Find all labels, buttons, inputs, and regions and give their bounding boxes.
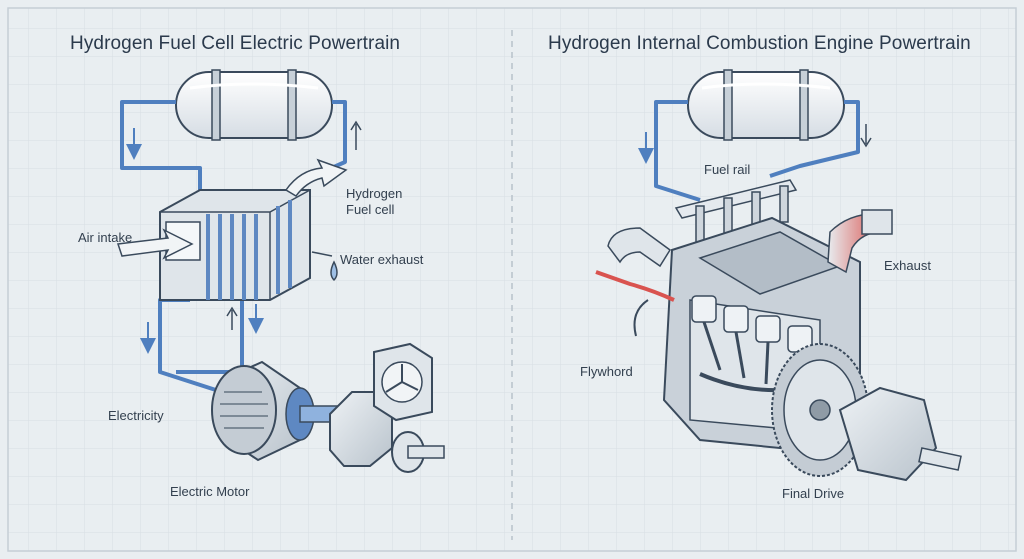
right-panel-title: Hydrogen Internal Combustion Engine Powe… — [548, 33, 971, 54]
flywheel — [771, 343, 869, 477]
flow-arrows-left — [126, 120, 362, 354]
fuel-cell-powertrain-art — [116, 69, 445, 473]
final-drive-unit — [838, 386, 962, 482]
hydrogen-pipes-right — [654, 100, 860, 202]
flow-arrows-right — [638, 124, 872, 164]
label-exhaust: Exhaust — [884, 258, 931, 273]
label-water-exhaust: Water exhaust — [340, 252, 424, 267]
fuel-rail — [674, 179, 798, 243]
exhaust-outlet — [861, 209, 893, 235]
label-electricity: Electricity — [108, 408, 164, 423]
hydrogen-tank-left — [175, 69, 333, 141]
hydrogen-inlet-arrow — [284, 158, 348, 197]
air-intake-arrow — [116, 228, 194, 260]
fuel-cell-stack — [159, 189, 311, 301]
electric-motor — [211, 360, 345, 462]
left-panel-title: Hydrogen Fuel Cell Electric Powertrain — [70, 33, 401, 54]
label-flywheel: Flywhord — [580, 364, 633, 379]
gearbox-left — [329, 391, 445, 473]
label-fuel-rail: Fuel rail — [704, 162, 751, 177]
intake-manifold — [607, 227, 672, 268]
label-final-drive: Final Drive — [782, 486, 845, 501]
radiator-fan — [373, 342, 433, 422]
water-exhaust-drop — [311, 251, 338, 282]
label-electric-motor: Electric Motor — [170, 484, 250, 499]
label-hydrogen-fuel-cell: Hydrogen Fuel cell — [346, 186, 403, 217]
exhaust-flow-arrow — [595, 270, 675, 302]
label-air-intake: Air intake — [78, 230, 133, 245]
combustion-powertrain-art — [595, 69, 962, 482]
recirculation-arrow — [633, 299, 649, 337]
hydrogen-tank-right — [687, 69, 845, 141]
